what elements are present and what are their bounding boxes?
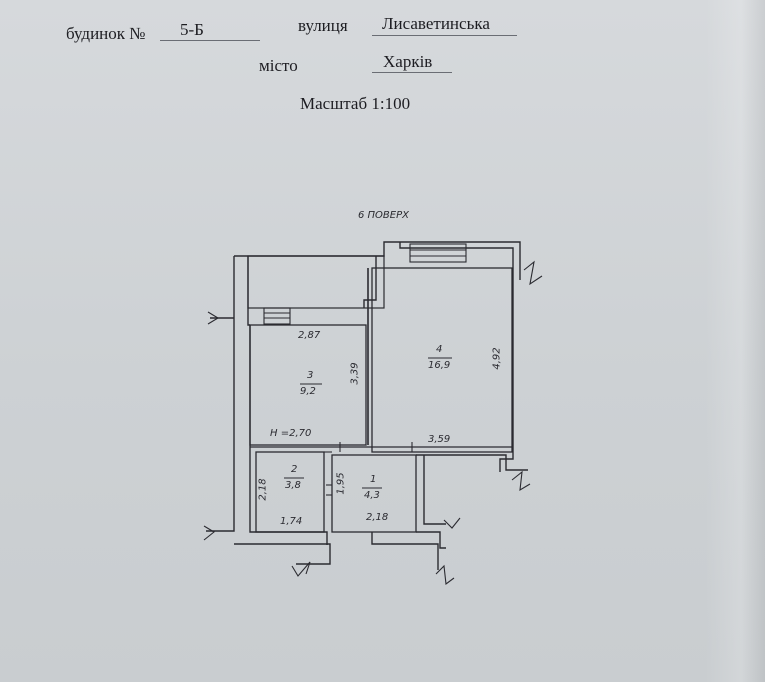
height-label: H =2,70 (270, 428, 312, 439)
room-4-area: 16,9 (428, 360, 451, 371)
break-mark-right-bottom (443, 517, 461, 529)
city-name-underline (372, 72, 452, 73)
break-mark-left-bottom (203, 525, 215, 541)
street-name: Лисаветинська (382, 14, 490, 33)
dim-room3-length: 3,39 (349, 362, 361, 385)
room-2-area: 3,8 (285, 480, 301, 491)
room-1-area: 4,3 (364, 490, 380, 501)
street-name-underline (372, 35, 517, 36)
break-mark-left-top (207, 311, 220, 325)
outer-wall-inner (247, 242, 514, 545)
street-label: вулиця (298, 16, 348, 35)
break-mark-right-top (523, 260, 543, 286)
dim-room4-length: 4,92 (491, 347, 503, 370)
loggia-right-step (363, 256, 377, 308)
room-1-number: 1 (370, 474, 377, 485)
window-top (409, 243, 467, 263)
dim-room1-width: 2,18 (366, 512, 389, 523)
room-3-number: 3 (307, 370, 314, 381)
room-2-number: 2 (291, 464, 298, 475)
scale-label: Масштаб 1:100 (300, 94, 411, 113)
loggia-block (247, 255, 385, 309)
room-4-outline (371, 267, 513, 453)
house-label: будинок № (66, 24, 146, 43)
room-2-outline (255, 451, 325, 533)
dim-room3-width: 2,87 (298, 330, 321, 341)
dim-room2-width: 1,74 (280, 516, 303, 527)
room-3-area: 9,2 (300, 386, 316, 397)
house-number-underline (160, 40, 260, 41)
room-1-outline (331, 454, 417, 533)
room-3-outline (249, 324, 367, 446)
dim-room1-length: 1,95 (335, 472, 347, 495)
city-name: Харків (383, 52, 433, 71)
break-mark-bottom-left (291, 561, 311, 577)
bottom-wall (234, 532, 439, 570)
lower-right-wall (416, 454, 528, 549)
floor-title: 6 ПОВЕРХ (358, 210, 409, 221)
paper-fold-shadow (705, 0, 765, 682)
break-mark-right-lower (511, 470, 531, 492)
room-4-number: 4 (436, 344, 443, 355)
dim-room4-width: 3,59 (428, 434, 451, 445)
city-label: місто (259, 56, 298, 75)
window-left (263, 307, 291, 325)
house-number: 5-Б (180, 20, 204, 39)
break-mark-bottom-right (435, 564, 455, 586)
dim-room2-length: 2,18 (257, 478, 269, 501)
